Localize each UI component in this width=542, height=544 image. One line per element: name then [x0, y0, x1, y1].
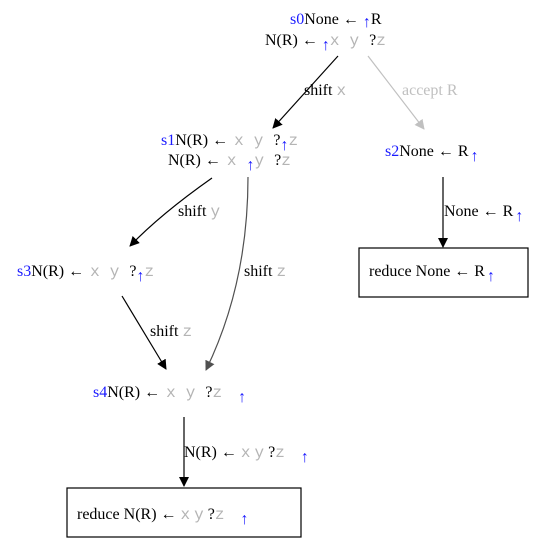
edge-s1-s4-line [205, 176, 249, 371]
edge-s4-reduce: N(R) ← x y ?z↑ [179, 417, 309, 487]
node-reduce-none: reduce None ← R↑ [358, 247, 529, 298]
edge-s0-s1: shift x [272, 55, 346, 129]
edge-s3-s4-label: shift z [150, 323, 192, 341]
edge-s1-s4-label: shift z [244, 263, 286, 281]
node-reduce-none-box [358, 247, 529, 298]
edge-s2-reduce-label: None ← R↑ [444, 203, 523, 225]
edge-s1-s3: shift y [129, 177, 220, 247]
node-s1-line2: N(R)←x↑y?z [168, 152, 291, 174]
node-reduce-nr-box [66, 487, 302, 538]
edge-s0-s2-line [367, 55, 425, 130]
edge-s1-s3-line [129, 177, 213, 247]
edge-s3-s4: shift z [121, 295, 192, 370]
edge-s0-s1-label: shift x [304, 82, 346, 100]
node-reduce-nr: reduce N(R) ← x y ?z↑ [66, 487, 302, 538]
node-reduce-nr-label: reduce N(R) ← x y ?z↑ [77, 506, 248, 528]
node-s2: s2None←R↑ [385, 143, 479, 165]
node-reduce-none-label: reduce None ← R↑ [369, 263, 495, 285]
edge-s0-s2-label: accept R [402, 82, 458, 99]
node-s2-line1: s2None←R↑ [385, 143, 479, 165]
edge-s3-s4-line [121, 295, 167, 370]
edge-s4-reduce-label: N(R) ← x y ?z↑ [184, 444, 309, 466]
edge-s1-s4: shift z [205, 176, 286, 371]
edge-s0-s1-line [272, 55, 339, 129]
edge-s0-s2: accept R [367, 55, 458, 130]
edge-s1-s3-label: shift y [178, 203, 220, 221]
edge-s2-reduce: None ← R↑ [438, 177, 523, 248]
node-s0-line1: s0None←↑R [290, 11, 382, 31]
